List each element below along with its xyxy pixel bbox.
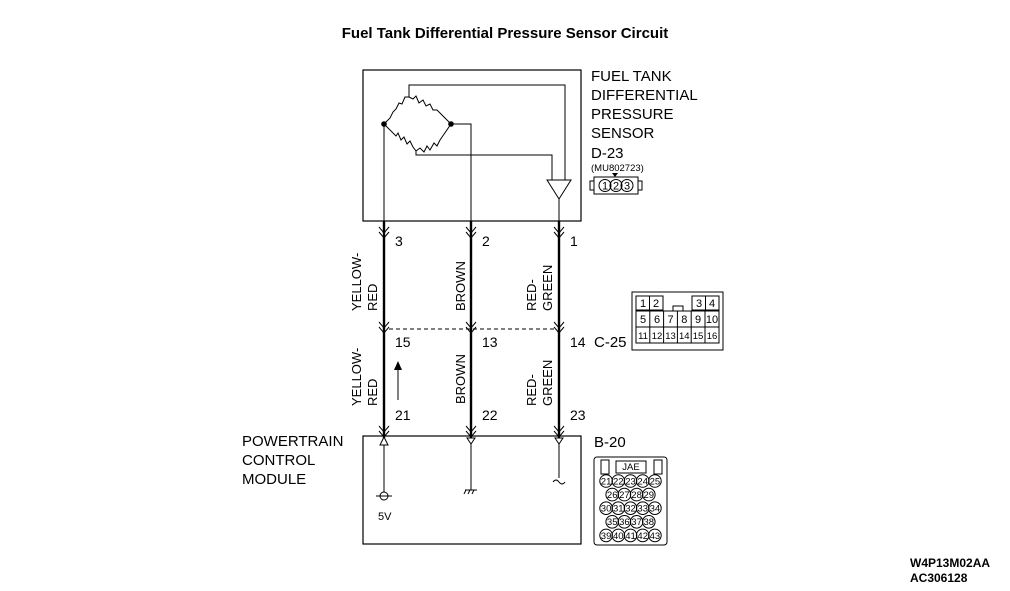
svg-text:15: 15 [395, 334, 411, 350]
b20-pin-label: 29 [644, 490, 655, 501]
svg-text:11: 11 [638, 331, 648, 342]
svg-text:23: 23 [570, 407, 586, 423]
svg-text:FUEL TANK: FUEL TANK [591, 68, 672, 85]
pcm-internal-circuits [376, 435, 566, 501]
pcm-label: POWERTRAIN CONTROL MODULE [242, 433, 343, 488]
b20-pin-label: 26 [607, 490, 618, 501]
wire-color-labels: YELLOW- RED BROWN RED- GREEN YELLOW- RED… [349, 253, 555, 406]
sensor-part-number: (MU802723) [591, 163, 644, 174]
b20-pin-circle [642, 515, 656, 529]
b20-pin-circle [648, 474, 662, 488]
sensor-label: FUEL TANK DIFFERENTIAL PRESSURE SENSOR D… [591, 68, 698, 174]
b20-pin-label: 34 [650, 504, 661, 515]
svg-text:3: 3 [395, 233, 403, 249]
svg-text:22: 22 [482, 407, 498, 423]
svg-text:1: 1 [640, 298, 646, 310]
b20-pin-label: 25 [650, 476, 661, 487]
svg-text:BROWN: BROWN [453, 261, 468, 311]
svg-text:4: 4 [709, 298, 715, 310]
svg-text:RED-: RED- [524, 279, 539, 311]
svg-text:RED-: RED- [524, 374, 539, 406]
svg-text:7: 7 [667, 314, 673, 326]
svg-text:15: 15 [693, 331, 704, 342]
b20-pin-label: 28 [631, 490, 642, 501]
svg-text:DIFFERENTIAL: DIFFERENTIAL [591, 87, 698, 104]
sensor-connector-id: D-23 [591, 145, 624, 162]
figure-id: AC306128 [910, 571, 968, 585]
svg-text:2: 2 [653, 298, 659, 310]
b20-pin-label: 30 [601, 504, 612, 515]
svg-text:5: 5 [640, 314, 646, 326]
pcm-box [362, 435, 582, 545]
b20-pin-label: 35 [607, 517, 618, 528]
pcm-connector-id: B-20 [594, 434, 626, 451]
svg-text:PRESSURE: PRESSURE [591, 106, 674, 123]
svg-text:16: 16 [707, 331, 718, 342]
svg-text:RED: RED [365, 379, 380, 406]
svg-text:9: 9 [695, 314, 701, 326]
b20-pin-label: 42 [637, 531, 648, 542]
bridge-node-right [448, 121, 454, 127]
b20-pin-label: 31 [613, 504, 624, 515]
c25-connector-pins: 1 2 3 4 5 6 7 8 9 10 11 12 13 14 15 16 [638, 298, 718, 342]
b20-pin-label: 37 [631, 517, 642, 528]
wheatstone-bridge [383, 84, 572, 230]
svg-text:21: 21 [395, 407, 411, 423]
svg-text:3: 3 [696, 298, 702, 310]
b20-pin-label: 22 [613, 476, 624, 487]
diagram-title: Fuel Tank Differential Pressure Sensor C… [342, 25, 668, 42]
svg-text:8: 8 [681, 314, 687, 326]
b20-connector-face [593, 456, 668, 546]
svg-text:YELLOW-: YELLOW- [349, 348, 364, 406]
c25-connector-id: C-25 [594, 334, 627, 351]
svg-text:10: 10 [706, 314, 718, 326]
b20-pin-circle [648, 528, 662, 543]
svg-text:2: 2 [613, 181, 619, 193]
b20-pin-label: 33 [637, 504, 648, 515]
svg-text:GREEN: GREEN [540, 265, 555, 311]
svg-text:BROWN: BROWN [453, 354, 468, 404]
b20-pin-label: 23 [625, 476, 636, 487]
b20-pin-label: 43 [650, 531, 661, 542]
b20-pin-label: 40 [613, 531, 624, 542]
svg-text:12: 12 [652, 331, 663, 342]
signal-arrow-icon [394, 361, 402, 400]
b20-pin-label: 41 [625, 531, 636, 542]
svg-text:POWERTRAIN: POWERTRAIN [242, 433, 343, 450]
svg-text:2: 2 [482, 233, 490, 249]
b20-pin-label: 21 [601, 476, 612, 487]
b20-pin-circle [648, 501, 662, 516]
svg-text:YELLOW-: YELLOW- [349, 253, 364, 311]
svg-text:1: 1 [602, 181, 608, 193]
svg-text:SENSOR: SENSOR [591, 125, 655, 142]
b20-pin-label: 24 [637, 476, 648, 487]
c25-connector-face [631, 291, 724, 351]
svg-text:3: 3 [624, 181, 630, 193]
pcm-supply-label: 5V [378, 511, 392, 523]
b20-pin-label: 27 [619, 490, 630, 501]
b20-pin-label: 39 [601, 531, 612, 542]
svg-text:14: 14 [570, 334, 586, 350]
sensor-connector-icon: 1 2 3 [589, 173, 643, 195]
svg-text:RED: RED [365, 284, 380, 311]
svg-text:13: 13 [665, 331, 676, 342]
svg-text:MODULE: MODULE [242, 471, 306, 488]
svg-text:6: 6 [654, 314, 660, 326]
pin-numbers: 3 2 1 15 13 14 21 22 23 [395, 233, 586, 423]
sensor-box [362, 69, 582, 222]
figure-code: W4P13M02AA [910, 556, 990, 570]
b20-pin-label: 38 [644, 517, 655, 528]
svg-text:13: 13 [482, 334, 498, 350]
svg-text:1: 1 [570, 233, 578, 249]
b20-pin-circle [642, 487, 656, 502]
b20-pin-label: 32 [625, 504, 636, 515]
svg-text:CONTROL: CONTROL [242, 452, 315, 469]
svg-text:14: 14 [679, 331, 690, 342]
b20-pin-label: 36 [619, 517, 630, 528]
b20-connector-brand: JAE [622, 462, 639, 473]
bridge-node-left [381, 121, 387, 127]
svg-text:GREEN: GREEN [540, 360, 555, 406]
